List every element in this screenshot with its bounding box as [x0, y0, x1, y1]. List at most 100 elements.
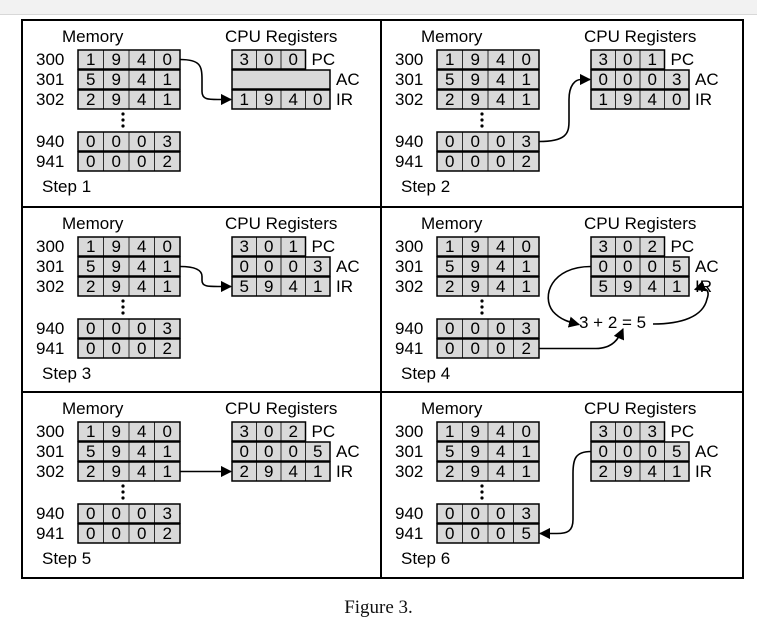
register-digit: 0 — [623, 237, 632, 256]
register-digit: 0 — [240, 442, 249, 461]
register-digit: 1 — [289, 237, 298, 256]
register-digit: 0 — [264, 257, 273, 276]
memory-digit: 9 — [471, 277, 480, 296]
register-label-pc: PC — [312, 422, 336, 441]
ellipsis-dot — [121, 496, 125, 500]
memory-address-940: 940 — [395, 504, 423, 523]
memory-digit: 2 — [445, 462, 454, 481]
memory-address-940: 940 — [36, 504, 64, 523]
register-label-ac: AC — [695, 442, 719, 461]
register-digit: 0 — [599, 70, 608, 89]
cpu-registers-title: CPU Registers — [225, 27, 337, 46]
memory-digit: 4 — [137, 277, 146, 296]
memory-digit: 0 — [496, 504, 505, 523]
memory-digit: 0 — [496, 524, 505, 543]
memory-address-941: 941 — [36, 524, 64, 543]
memory-address-302: 302 — [395, 90, 423, 109]
memory-digit: 0 — [137, 339, 146, 358]
memory-digit: 0 — [445, 339, 454, 358]
memory-address-302: 302 — [36, 462, 64, 481]
register-digit: 2 — [648, 237, 657, 256]
memory-title: Memory — [421, 399, 483, 418]
memory-digit: 5 — [445, 70, 454, 89]
register-digit: 9 — [264, 277, 273, 296]
memory-address-300: 300 — [395, 50, 423, 69]
ellipsis-dot — [121, 490, 125, 494]
memory-digit: 5 — [522, 524, 531, 543]
memory-digit: 3 — [163, 132, 172, 151]
register-digit: 0 — [289, 50, 298, 69]
memory-digit: 0 — [445, 524, 454, 543]
ellipsis-dot — [480, 118, 484, 122]
register-label-ir: IR — [336, 462, 353, 481]
memory-digit: 1 — [163, 257, 172, 276]
memory-digit: 1 — [445, 237, 454, 256]
register-digit: 1 — [648, 50, 657, 69]
register-label-ir: IR — [695, 277, 712, 296]
register-digit: 0 — [623, 442, 632, 461]
memory-address-301: 301 — [395, 70, 423, 89]
memory-digit: 3 — [163, 319, 172, 338]
memory-address-941: 941 — [395, 339, 423, 358]
memory-digit: 4 — [137, 462, 146, 481]
memory-address-300: 300 — [395, 237, 423, 256]
register-digit: 0 — [264, 442, 273, 461]
memory-digit: 0 — [86, 132, 95, 151]
memory-address-301: 301 — [36, 70, 64, 89]
register-digit: 0 — [648, 70, 657, 89]
register-digit: 3 — [599, 237, 608, 256]
register-digit: 3 — [599, 422, 608, 441]
memory-address-301: 301 — [36, 257, 64, 276]
memory-digit: 4 — [496, 237, 505, 256]
memory-digit: 5 — [86, 442, 95, 461]
memory-digit: 2 — [86, 462, 95, 481]
register-digit: 0 — [313, 90, 322, 109]
memory-address-300: 300 — [395, 422, 423, 441]
step-label: Step 4 — [401, 364, 450, 383]
register-digit: 1 — [240, 90, 249, 109]
step-label: Step 3 — [42, 364, 91, 383]
memory-digit: 2 — [86, 90, 95, 109]
register-label-ac: AC — [336, 442, 360, 461]
memory-digit: 2 — [86, 277, 95, 296]
memory-digit: 1 — [163, 90, 172, 109]
memory-digit: 9 — [471, 237, 480, 256]
memory-title: Memory — [62, 27, 124, 46]
register-digit: 4 — [648, 90, 657, 109]
ac-to-adder-arrow — [547, 265, 592, 328]
memory-digit: 0 — [522, 422, 531, 441]
register-label-pc: PC — [671, 50, 695, 69]
register-digit: 5 — [313, 442, 322, 461]
memory-digit: 3 — [522, 132, 531, 151]
cpu-registers-title: CPU Registers — [225, 214, 337, 233]
memory-digit: 9 — [112, 462, 121, 481]
register-pc-box — [590, 49, 666, 70]
memory-digit: 0 — [137, 152, 146, 171]
memory-digit: 0 — [86, 504, 95, 523]
memory-digit: 1 — [163, 70, 172, 89]
memory-digit: 1 — [445, 422, 454, 441]
memory-digit: 0 — [137, 132, 146, 151]
memory-digit: 1 — [522, 462, 531, 481]
register-digit: 5 — [672, 442, 681, 461]
memory-address-301: 301 — [36, 442, 64, 461]
register-label-ir: IR — [336, 90, 353, 109]
diagram-frame — [21, 19, 744, 579]
memory-digit: 9 — [471, 50, 480, 69]
register-label-ir: IR — [695, 90, 712, 109]
memory-digit: 0 — [112, 339, 121, 358]
memory-digit: 2 — [445, 277, 454, 296]
ellipsis-dot — [480, 112, 484, 116]
memory-digit: 4 — [137, 50, 146, 69]
register-digit: 0 — [623, 422, 632, 441]
ellipsis-dot — [121, 311, 125, 315]
memory-digit: 4 — [137, 90, 146, 109]
memory-digit: 2 — [522, 152, 531, 171]
register-digit: 3 — [240, 50, 249, 69]
memory-digit: 1 — [522, 277, 531, 296]
memory-digit: 1 — [445, 50, 454, 69]
memory-digit: 0 — [86, 319, 95, 338]
